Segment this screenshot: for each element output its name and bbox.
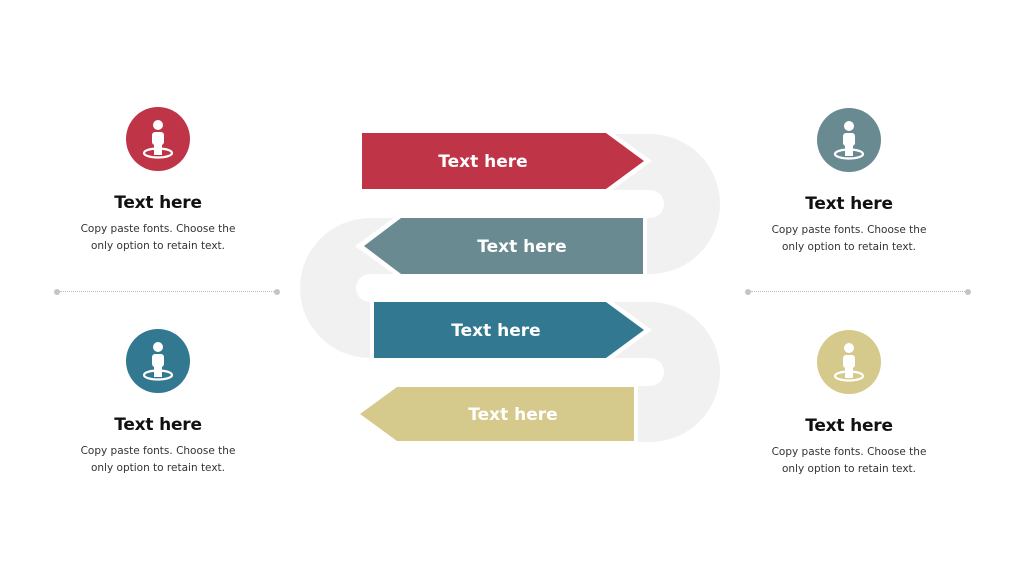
arrow-4-body — [360, 387, 634, 441]
block-description: Copy paste fonts. Choose the only option… — [771, 224, 927, 253]
divider-left — [60, 291, 274, 292]
arrow-2-label: Text here — [477, 237, 566, 257]
divider-left-dot-start — [54, 289, 60, 295]
person-on-spot-icon — [817, 330, 881, 394]
block-description: Copy paste fonts. Choose the only option… — [80, 223, 236, 252]
block-title: Text here — [805, 416, 893, 436]
block-title: Text here — [114, 415, 202, 435]
divider-left-dot-end — [274, 289, 280, 295]
divider-right-dot-end — [965, 289, 971, 295]
divider-right — [751, 291, 965, 292]
person-on-spot-icon — [817, 108, 881, 172]
arrow-2-body — [364, 218, 643, 274]
arrow-1: Text here — [358, 127, 652, 195]
info-block-bottom-left: Text here Copy paste fonts. Choose the o… — [58, 329, 258, 477]
arrow-4-label: Text here — [468, 405, 557, 425]
block-title: Text here — [805, 194, 893, 214]
arrow-3: Text here — [370, 296, 652, 364]
person-on-spot-icon — [126, 329, 190, 393]
info-block-bottom-right: Text here Copy paste fonts. Choose the o… — [749, 330, 949, 478]
block-description: Copy paste fonts. Choose the only option… — [80, 445, 236, 474]
arrow-1-label: Text here — [438, 152, 527, 172]
block-description: Copy paste fonts. Choose the only option… — [771, 446, 927, 475]
arrow-3-body — [374, 302, 644, 358]
divider-right-dot-start — [745, 289, 751, 295]
info-block-top-left: Text here Copy paste fonts. Choose the o… — [58, 107, 258, 255]
info-block-top-right: Text here Copy paste fonts. Choose the o… — [749, 108, 949, 256]
arrow-3-label: Text here — [451, 321, 540, 341]
block-title: Text here — [114, 193, 202, 213]
person-on-spot-icon — [126, 107, 190, 171]
arrow-1-body — [362, 133, 644, 189]
arrow-2: Text here — [355, 212, 647, 280]
arrow-4: Text here — [352, 381, 638, 447]
